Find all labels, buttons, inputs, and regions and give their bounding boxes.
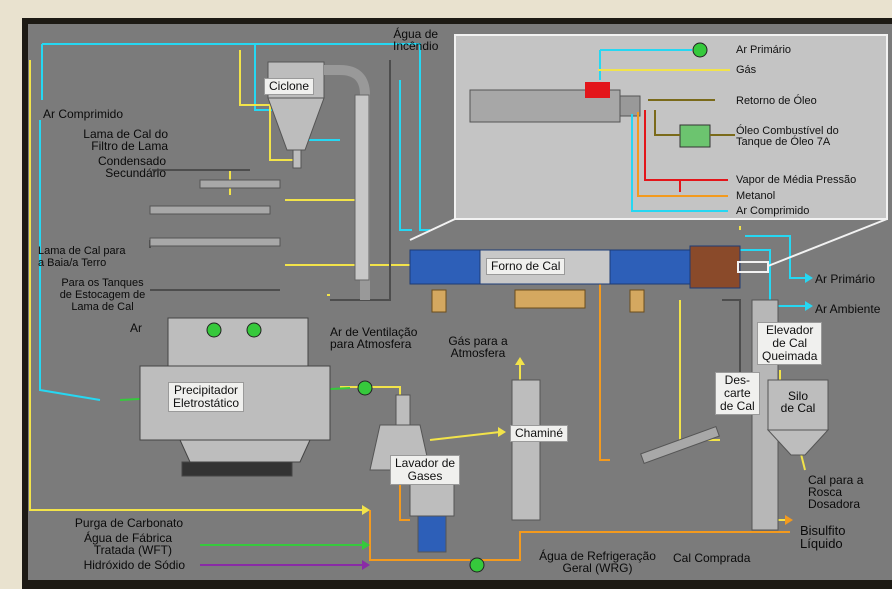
ar-label: Ar bbox=[130, 322, 142, 334]
agua-fabrica-label: Água de Fábrica Tratada (WFT) bbox=[60, 532, 172, 556]
lavador-line-2: Gases bbox=[395, 470, 455, 483]
inset-retorno-oleo-label: Retorno de Óleo bbox=[736, 96, 817, 107]
elevador-line-3: Queimada bbox=[762, 350, 817, 363]
agua-incendio-line-2: Incêndio bbox=[393, 40, 438, 52]
cal-comprada-label: Cal Comprada bbox=[673, 552, 750, 564]
tanques-line-1: Para os Tanques bbox=[55, 277, 150, 289]
agua-refrigeracao-line-2: Geral (WRG) bbox=[530, 562, 665, 574]
ar-ventilacao-label: Ar de Ventilação para Atmosfera bbox=[330, 326, 417, 350]
hidroxido-label: Hidróxido de Sódio bbox=[40, 559, 185, 571]
bisulfito-line-2: Líquido bbox=[800, 537, 846, 550]
condensado-label: Condensado Secundário bbox=[60, 155, 166, 179]
silo-line-2: de Cal bbox=[778, 402, 818, 414]
tanques-line-3: Lama de Cal bbox=[55, 301, 150, 313]
bisulfito-label: Bisulfito Líquido bbox=[800, 524, 846, 550]
chimney bbox=[512, 380, 540, 520]
cal-rosca-label: Cal para a Rosca Dosadora bbox=[808, 474, 863, 510]
agua-incendio-label: Água de Incêndio bbox=[393, 28, 438, 52]
precipitador-line-2: Eletrostático bbox=[173, 397, 239, 410]
kiln-feed-column bbox=[355, 95, 369, 280]
inset-ar-comprimido-label: Ar Comprimido bbox=[736, 206, 809, 217]
purga-label: Purga de Carbonato bbox=[40, 517, 183, 529]
elevador-label: Elevador de Cal Queimada bbox=[757, 322, 822, 365]
inset-gas-label: Gás bbox=[736, 65, 756, 76]
forno-label: Forno de Cal bbox=[486, 258, 565, 275]
precipitador-label: Precipitador Eletrostático bbox=[168, 382, 244, 412]
tanques-line-2: de Estocagem de bbox=[55, 289, 150, 301]
lama-baia-label: Lama de Cal para a Baia/a Terro bbox=[38, 245, 125, 269]
ar-comprimido-label: Ar Comprimido bbox=[43, 108, 123, 120]
ar-primario-main-label: Ar Primário bbox=[815, 273, 875, 285]
cal-rosca-line-3: Dosadora bbox=[808, 498, 863, 510]
lama-baia-line-2: a Baia/a Terro bbox=[38, 257, 125, 269]
kiln bbox=[410, 246, 740, 288]
descarte-label: Des- carte de Cal bbox=[715, 372, 760, 415]
inset-vapor-label: Vapor de Média Pressão bbox=[736, 175, 856, 186]
lama-filtro-line-2: Filtro de Lama bbox=[60, 140, 168, 152]
lama-filtro-label: Lama de Cal do Filtro de Lama bbox=[60, 128, 168, 152]
gas-atmosfera-label: Gás para a Atmosfera bbox=[438, 335, 518, 359]
inset-ar-primario-label: Ar Primário bbox=[736, 45, 791, 56]
ciclone-label: Ciclone bbox=[264, 78, 314, 95]
agua-refrigeracao-label: Água de Refrigeração Geral (WRG) bbox=[530, 550, 665, 574]
lavador-label: Lavador de Gases bbox=[390, 455, 460, 485]
ar-ambiente-label: Ar Ambiente bbox=[815, 303, 880, 315]
inset-oleo-line-2: Tanque de Óleo 7A bbox=[736, 137, 839, 148]
lama-baia-line-1: Lama de Cal para bbox=[38, 245, 125, 257]
inset-metanol-label: Metanol bbox=[736, 191, 775, 202]
silo-label: Silo de Cal bbox=[778, 390, 818, 414]
inset-oleo-combustivel-label: Óleo Combustível do Tanque de Óleo 7A bbox=[736, 126, 839, 148]
descarte-line-3: de Cal bbox=[720, 400, 755, 413]
tanques-estocagem-label: Para os Tanques de Estocagem de Lama de … bbox=[55, 277, 150, 313]
ar-ventilacao-line-2: para Atmosfera bbox=[330, 338, 417, 350]
gas-atmosfera-line-2: Atmosfera bbox=[438, 347, 518, 359]
agua-fabrica-line-2: Tratada (WFT) bbox=[60, 544, 172, 556]
chamine-label: Chaminé bbox=[510, 425, 568, 442]
condensado-line-2: Secundário bbox=[60, 167, 166, 179]
